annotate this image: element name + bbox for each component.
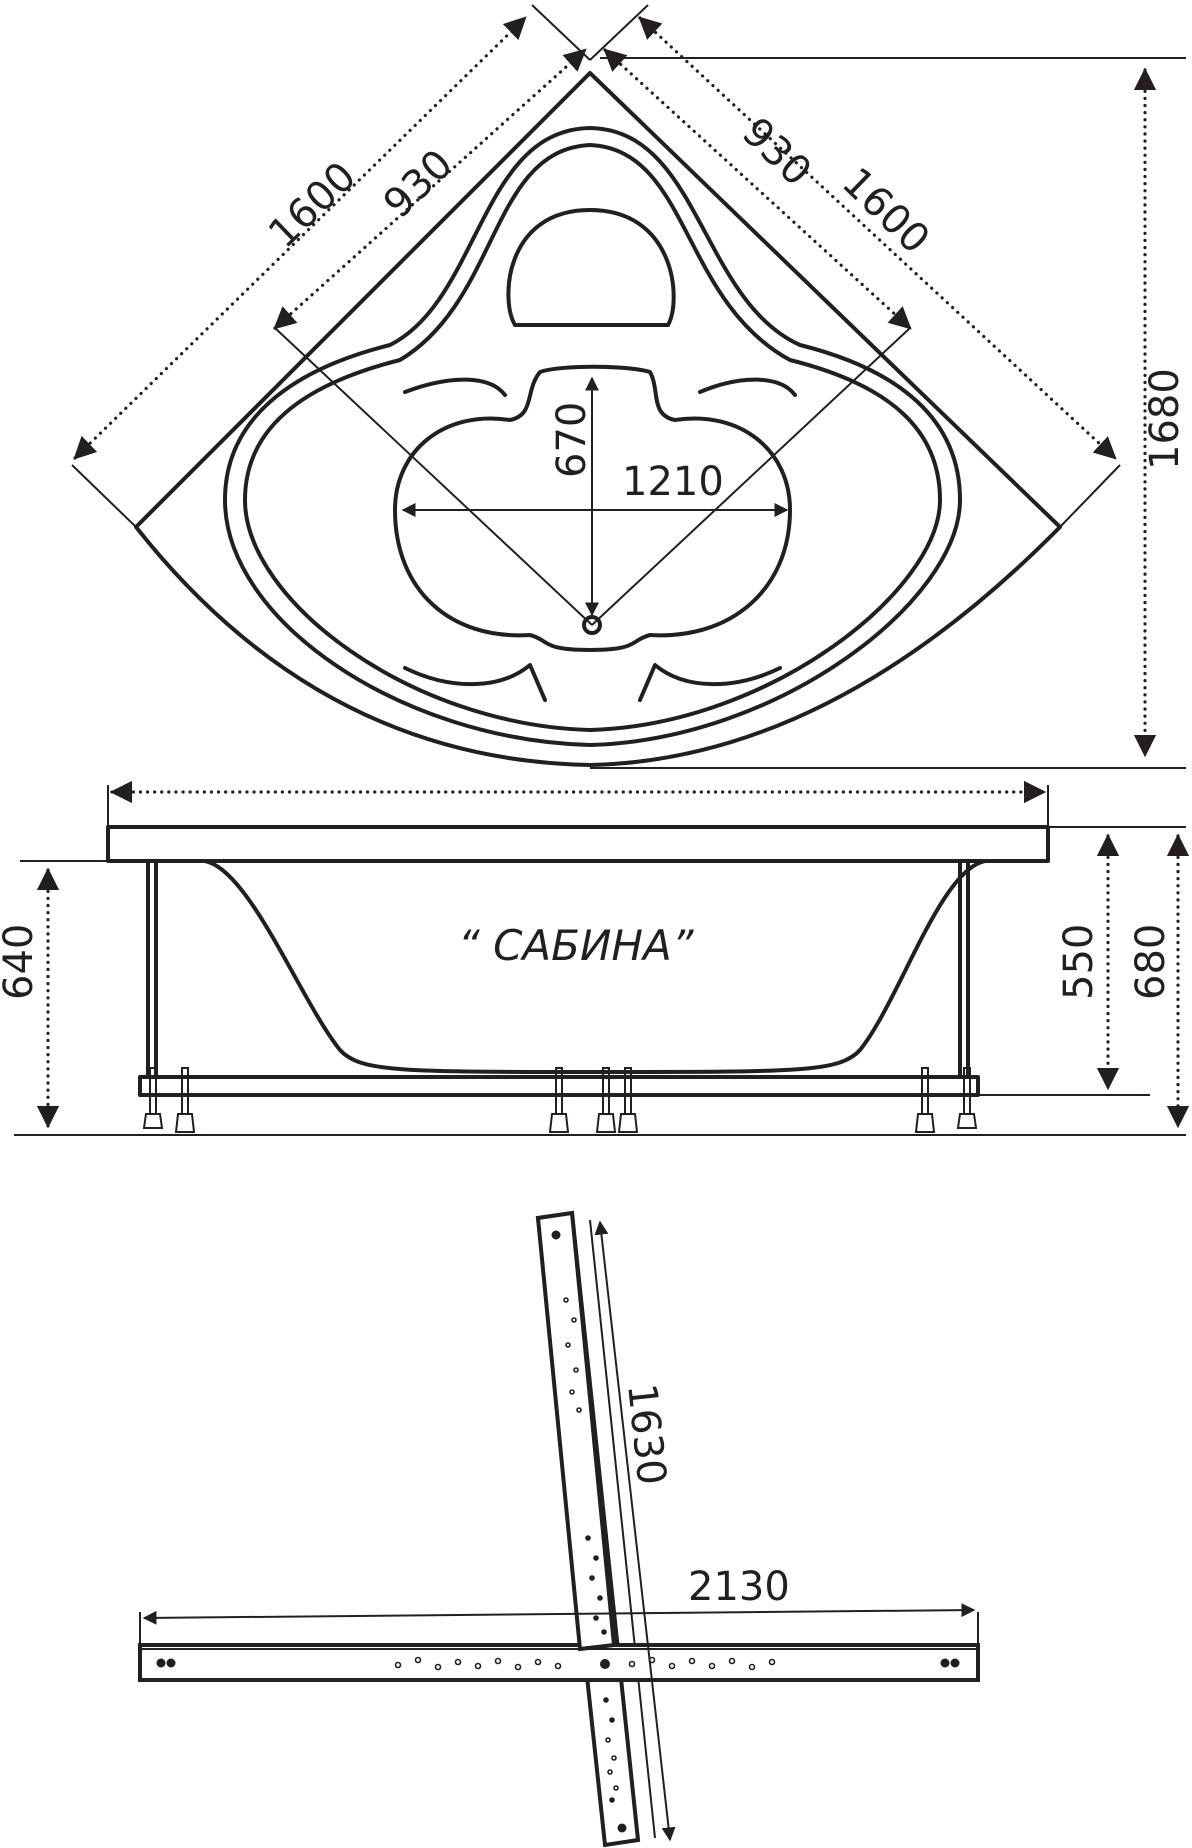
- foot-icon: [142, 1067, 164, 1129]
- armrest-right-bottom: [638, 663, 782, 702]
- foot-icon: [956, 1067, 978, 1129]
- side-view: “ САБИНА” 640 550 680: [0, 780, 1190, 1136]
- frame-view: 2130 1630: [138, 1210, 980, 1848]
- ext-line-left-a: [71, 464, 137, 528]
- dim-label-1680: 1680: [1142, 368, 1188, 470]
- leg-left: [146, 859, 158, 1079]
- dim-label-1210: 1210: [622, 459, 724, 505]
- dim-line-930-right: [603, 48, 912, 330]
- foot-icon: [548, 1067, 570, 1133]
- ext-line-top-b: [589, 4, 649, 61]
- tub-outer-outline: [134, 71, 1062, 767]
- armrest-left-bottom: [403, 663, 547, 702]
- tub-rim-slab: [106, 825, 1050, 863]
- foot-icon: [174, 1067, 196, 1133]
- foot-icon: [617, 1067, 639, 1133]
- model-name: “ САБИНА”: [458, 921, 695, 970]
- diag-line-right: [591, 327, 911, 626]
- dim-label-1600-left: 1600: [260, 153, 365, 257]
- drain-icon: [582, 615, 602, 635]
- dim-label-550: 550: [1056, 924, 1102, 1000]
- dim-line-1630: [594, 1220, 676, 1842]
- dim-label-670: 670: [549, 402, 595, 478]
- short-bar-upper: [535, 1210, 617, 1652]
- dim-label-680: 680: [1128, 924, 1174, 1000]
- dim-label-640: 640: [0, 924, 42, 1000]
- top-view: 1600 930 930 1600 1680 1210 670: [71, 4, 1188, 769]
- dim-label-930-right: 930: [733, 109, 820, 195]
- leg-right: [958, 859, 970, 1079]
- base-frame-bar: [138, 1075, 980, 1097]
- armrest-right-top: [698, 377, 797, 397]
- dim-label-1630: 1630: [618, 1381, 674, 1487]
- diag-line-left: [274, 327, 593, 626]
- armrest-left-top: [403, 377, 507, 397]
- dim-label-2130: 2130: [688, 1564, 790, 1610]
- long-bar: [138, 1643, 980, 1682]
- adjustable-feet: [142, 1067, 978, 1133]
- dim-line-1600-right: [638, 16, 1117, 460]
- dim-line-2130: [142, 1603, 976, 1625]
- foot-icon: [595, 1067, 617, 1133]
- dim-line-930-left: [273, 48, 587, 330]
- headrest: [506, 208, 676, 327]
- foot-icon: [914, 1067, 936, 1133]
- ext-line-right-a: [1059, 464, 1121, 528]
- tub-body: [203, 859, 987, 1074]
